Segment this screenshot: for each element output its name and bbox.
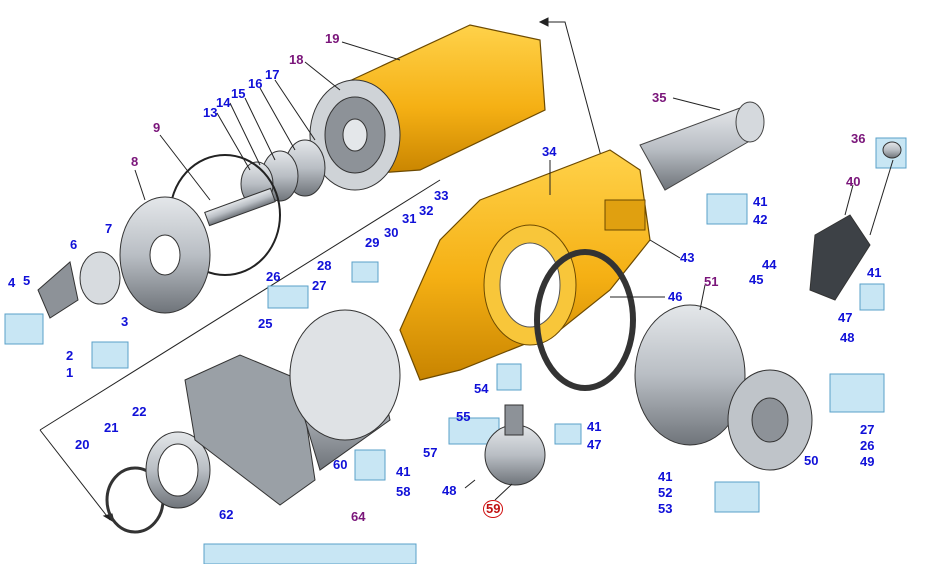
part-label-26a[interactable]: 26 bbox=[266, 269, 281, 284]
part-label-48a[interactable]: 48 bbox=[840, 330, 855, 345]
part-label-32[interactable]: 32 bbox=[419, 203, 434, 218]
valve-parts bbox=[809, 141, 902, 301]
assembly-guide-lines bbox=[39, 17, 603, 524]
part-label-59[interactable]: 59 bbox=[483, 500, 504, 518]
part-label-41b[interactable]: 41 bbox=[867, 265, 882, 280]
flange-parts bbox=[37, 196, 211, 319]
part-label-48b[interactable]: 48 bbox=[442, 483, 457, 498]
planetary-gears bbox=[169, 139, 326, 276]
part-label-55[interactable]: 55 bbox=[456, 409, 471, 424]
part-label-27b[interactable]: 27 bbox=[860, 422, 875, 437]
part-label-5[interactable]: 5 bbox=[23, 273, 31, 288]
leader-lines bbox=[134, 41, 894, 501]
part-label-41c[interactable]: 41 bbox=[587, 419, 602, 434]
part-label-9[interactable]: 9 bbox=[153, 120, 161, 135]
part-label-13[interactable]: 13 bbox=[203, 105, 218, 120]
part-label-64[interactable]: 64 bbox=[351, 509, 366, 524]
part-label-52[interactable]: 52 bbox=[658, 485, 673, 500]
part-label-41e[interactable]: 41 bbox=[658, 469, 673, 484]
axle-tube-35 bbox=[639, 101, 765, 191]
part-label-17[interactable]: 17 bbox=[265, 67, 280, 82]
part-label-50[interactable]: 50 bbox=[804, 453, 819, 468]
part-label-29[interactable]: 29 bbox=[365, 235, 380, 250]
part-label-25[interactable]: 25 bbox=[258, 316, 273, 331]
part-label-20[interactable]: 20 bbox=[75, 437, 90, 452]
part-label-30[interactable]: 30 bbox=[384, 225, 399, 240]
part-label-21[interactable]: 21 bbox=[104, 420, 119, 435]
part-label-47b[interactable]: 47 bbox=[587, 437, 602, 452]
part-label-54[interactable]: 54 bbox=[474, 381, 489, 396]
part-label-47a[interactable]: 47 bbox=[838, 310, 853, 325]
part-label-6[interactable]: 6 bbox=[70, 237, 78, 252]
part-label-4[interactable]: 4 bbox=[8, 275, 16, 290]
part-label-27a[interactable]: 27 bbox=[312, 278, 327, 293]
part-label-42[interactable]: 42 bbox=[753, 212, 768, 227]
part-label-8[interactable]: 8 bbox=[131, 154, 139, 169]
part-label-3[interactable]: 3 bbox=[121, 314, 129, 329]
part-label-36[interactable]: 36 bbox=[851, 131, 866, 146]
part-label-14[interactable]: 14 bbox=[216, 95, 231, 110]
part-label-34[interactable]: 34 bbox=[542, 144, 557, 159]
part-label-41a[interactable]: 41 bbox=[753, 194, 768, 209]
part-label-28[interactable]: 28 bbox=[317, 258, 332, 273]
part-label-57[interactable]: 57 bbox=[423, 445, 438, 460]
brake-parts bbox=[105, 309, 401, 534]
callout-boxes bbox=[4, 137, 907, 564]
part-label-46[interactable]: 46 bbox=[668, 289, 683, 304]
part-label-45[interactable]: 45 bbox=[749, 272, 764, 287]
part-label-15[interactable]: 15 bbox=[231, 86, 246, 101]
part-label-22[interactable]: 22 bbox=[132, 404, 147, 419]
gasket-46 bbox=[534, 249, 636, 391]
part-label-44[interactable]: 44 bbox=[762, 257, 777, 272]
part-label-53[interactable]: 53 bbox=[658, 501, 673, 516]
part-label-58[interactable]: 58 bbox=[396, 484, 411, 499]
part-label-2[interactable]: 2 bbox=[66, 348, 74, 363]
adjuster-59 bbox=[484, 404, 546, 486]
part-label-31[interactable]: 31 bbox=[402, 211, 417, 226]
part-label-49[interactable]: 49 bbox=[860, 454, 875, 469]
part-label-43[interactable]: 43 bbox=[680, 250, 695, 265]
part-label-62[interactable]: 62 bbox=[219, 507, 234, 522]
part-label-19[interactable]: 19 bbox=[325, 31, 340, 46]
part-label-7[interactable]: 7 bbox=[105, 221, 113, 236]
axle-housing bbox=[399, 149, 651, 381]
part-label-16[interactable]: 16 bbox=[248, 76, 263, 91]
part-label-51[interactable]: 51 bbox=[704, 274, 719, 289]
part-label-35[interactable]: 35 bbox=[652, 90, 667, 105]
part-label-1[interactable]: 1 bbox=[66, 365, 74, 380]
differential-51 bbox=[634, 304, 813, 471]
wheel-hub-drum bbox=[309, 24, 546, 191]
part-label-60[interactable]: 60 bbox=[333, 457, 348, 472]
part-label-41d[interactable]: 41 bbox=[396, 464, 411, 479]
part-label-33[interactable]: 33 bbox=[434, 188, 449, 203]
part-label-18[interactable]: 18 bbox=[289, 52, 304, 67]
part-label-26b[interactable]: 26 bbox=[860, 438, 875, 453]
part-label-40[interactable]: 40 bbox=[846, 174, 861, 189]
